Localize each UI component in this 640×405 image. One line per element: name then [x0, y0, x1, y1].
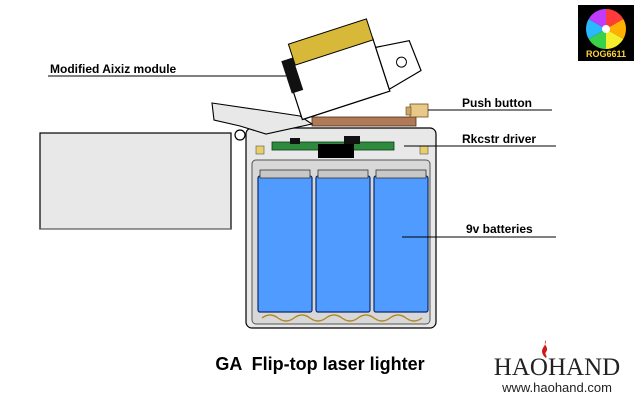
driver-board	[255, 136, 429, 158]
flame-icon	[542, 340, 548, 358]
lever-arm	[211, 102, 314, 135]
diagram-caption: GA Flip-top laser lighter	[215, 354, 425, 374]
brand-url: www.haohand.com	[502, 380, 612, 395]
battery-2	[315, 175, 371, 313]
rog-logo: ROG6611	[578, 5, 634, 61]
leader-lines	[48, 75, 556, 238]
label-batteries: 9v batteries	[466, 222, 533, 236]
laser-module	[281, 18, 422, 121]
battery-1	[257, 175, 313, 313]
batteries	[257, 169, 429, 313]
label-driver: Rkcstr driver	[462, 132, 537, 146]
push-button-shape	[409, 103, 429, 118]
label-aixiz-module: Modified Aixiz module	[50, 62, 177, 76]
hinge-icon	[234, 129, 246, 141]
lighter-lid	[39, 129, 246, 230]
battery-3	[373, 175, 429, 313]
label-push-button: Push button	[462, 96, 532, 110]
color-wheel-icon	[586, 9, 626, 49]
mount-strip	[311, 116, 417, 127]
spring-icon	[261, 314, 423, 322]
logo-text: ROG6611	[585, 49, 627, 59]
brand-name: HAOHAND	[493, 354, 621, 381]
haohand-watermark: HAOHAND www.haohand.com	[478, 340, 636, 396]
